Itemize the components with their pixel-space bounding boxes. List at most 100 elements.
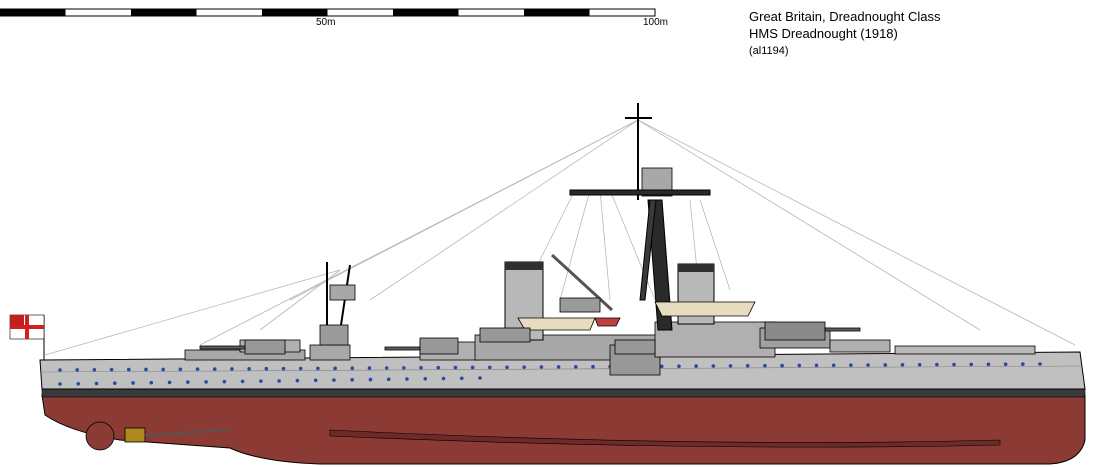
porthole	[405, 377, 409, 381]
porthole	[149, 380, 154, 385]
boot-topping	[41, 388, 1086, 398]
porthole	[350, 378, 354, 382]
ship-title: HMS Dreadnought (1918)	[749, 26, 898, 41]
porthole	[75, 368, 79, 372]
stern-gear	[85, 421, 231, 451]
porthole	[436, 365, 441, 370]
porthole	[112, 381, 117, 386]
porthole	[969, 362, 974, 367]
porthole	[711, 364, 716, 368]
scale-block	[0, 9, 66, 16]
porthole	[1038, 362, 1042, 366]
porthole	[281, 366, 286, 371]
porthole	[240, 379, 245, 384]
porthole	[470, 365, 475, 370]
porthole	[763, 363, 767, 368]
porthole	[1003, 362, 1008, 367]
porthole	[573, 365, 578, 369]
class-title: Great Britain, Dreadnought Class	[749, 9, 941, 24]
porthole	[332, 378, 336, 382]
porthole	[797, 363, 802, 368]
porthole	[556, 365, 561, 369]
porthole	[368, 377, 373, 382]
porthole	[186, 380, 190, 384]
porthole	[92, 367, 97, 372]
porthole	[264, 366, 269, 371]
porthole	[419, 365, 423, 370]
white-ensign-icon	[9, 314, 45, 360]
porthole	[247, 367, 251, 371]
porthole	[780, 363, 784, 368]
porthole	[167, 380, 172, 385]
boats	[517, 297, 756, 331]
porthole	[591, 364, 595, 369]
porthole	[350, 366, 355, 371]
porthole	[222, 379, 227, 384]
porthole	[488, 365, 492, 370]
porthole	[900, 363, 905, 367]
porthole	[917, 362, 922, 367]
porthole	[402, 366, 406, 370]
scale-block	[262, 9, 328, 16]
porthole	[659, 364, 664, 369]
porthole	[277, 379, 281, 383]
scale-label-100m: 100m	[643, 17, 668, 28]
porthole	[935, 362, 939, 367]
porthole	[298, 366, 303, 371]
porthole	[459, 376, 464, 381]
porthole	[505, 365, 509, 370]
porthole	[384, 366, 389, 370]
scale-label-50m: 50m	[316, 17, 335, 28]
artist-tag: (al1194)	[749, 45, 789, 57]
porthole	[453, 365, 458, 370]
porthole	[849, 363, 853, 367]
porthole	[212, 367, 217, 371]
scale-block	[524, 9, 590, 16]
porthole	[58, 382, 62, 386]
porthole	[478, 376, 482, 380]
porthole	[195, 367, 200, 371]
porthole	[259, 379, 263, 383]
porthole	[131, 381, 135, 385]
porthole	[295, 378, 300, 383]
porthole	[367, 366, 372, 370]
porthole	[522, 365, 527, 369]
porthole	[144, 367, 148, 372]
porthole	[831, 363, 836, 368]
porthole	[1021, 362, 1025, 366]
porthole	[986, 362, 991, 367]
scale-block	[131, 9, 197, 16]
scale-block	[393, 9, 459, 16]
porthole	[76, 381, 81, 386]
porthole	[230, 367, 234, 371]
boat-crane	[550, 253, 614, 312]
main-mast	[569, 103, 711, 331]
porthole	[866, 363, 870, 367]
porthole	[423, 376, 428, 381]
porthole	[161, 367, 165, 372]
porthole	[386, 377, 391, 382]
porthole	[814, 363, 819, 368]
porthole	[677, 364, 681, 369]
porthole	[694, 364, 698, 368]
porthole	[316, 366, 320, 371]
porthole	[728, 364, 733, 368]
porthole	[539, 365, 544, 369]
porthole	[58, 368, 62, 372]
porthole	[745, 363, 750, 368]
porthole	[333, 366, 337, 371]
porthole	[94, 381, 99, 386]
porthole	[109, 367, 114, 372]
hull-underwater	[41, 394, 1086, 465]
gun-turrets	[199, 321, 861, 355]
scale-bar	[0, 8, 656, 17]
porthole	[952, 362, 956, 367]
porthole	[883, 363, 888, 367]
porthole	[441, 376, 446, 381]
fore-mast	[319, 262, 356, 346]
porthole	[178, 367, 183, 372]
porthole	[126, 367, 131, 372]
porthole	[204, 380, 208, 384]
porthole	[313, 378, 318, 383]
